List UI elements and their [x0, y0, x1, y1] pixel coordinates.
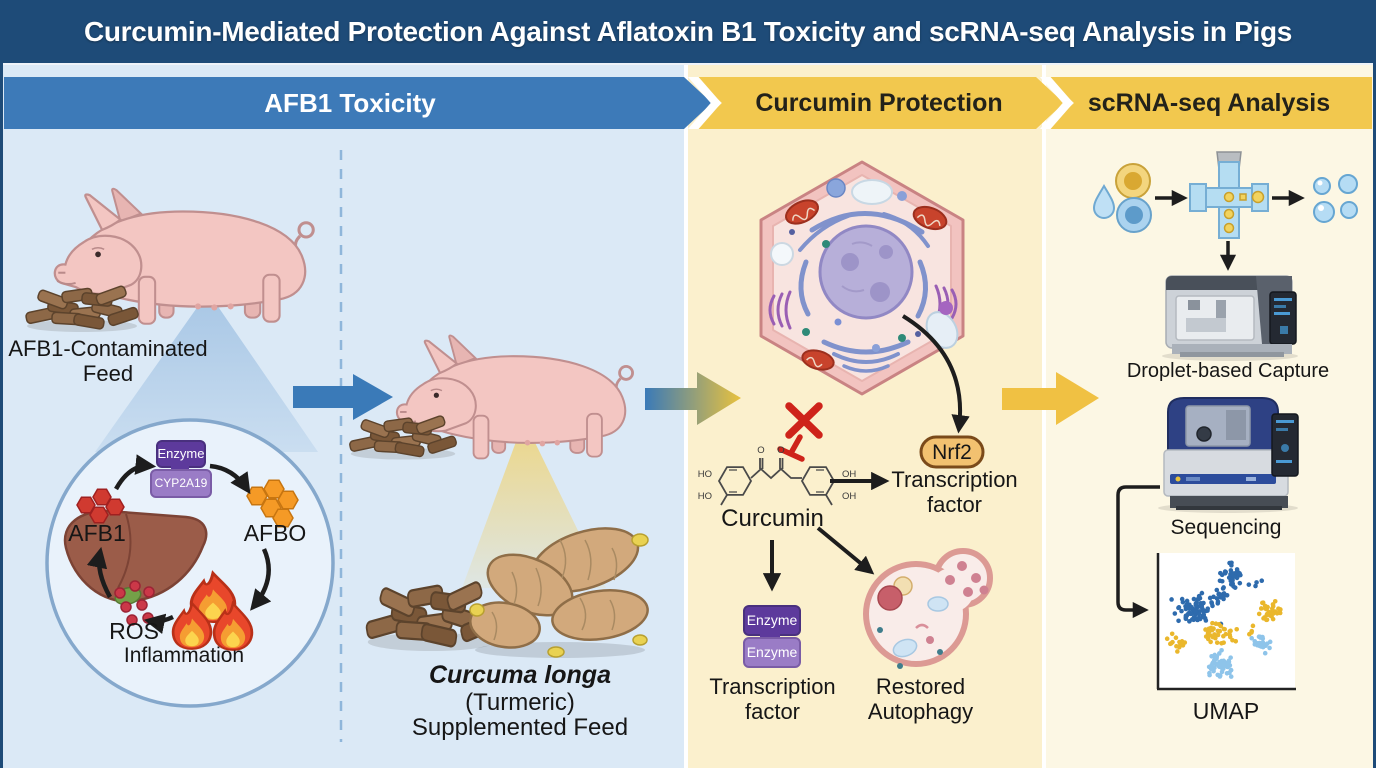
inflammation-label: Inflammation: [123, 644, 245, 667]
chevron-gap-2: [1039, 77, 1074, 129]
panel-scrna-analysis: [1046, 63, 1373, 768]
left-border: [0, 0, 3, 768]
transcription-factor-left-label: Transcription factor: [709, 674, 836, 724]
chevron-afb1: [4, 77, 712, 129]
nrf2-label: Nrf2: [932, 441, 972, 464]
header-curcumin-protection: Curcumin Protection: [755, 88, 1003, 117]
transcription-factor-right-label: Transcription factor: [891, 467, 1018, 517]
chevron-scrna: [1046, 77, 1372, 129]
supplemented-feed-label: Supplemented Feed: [411, 714, 629, 741]
turmeric-label: (Turmeric): [465, 689, 575, 716]
cyp2a19-label: CYP2A19: [154, 476, 208, 490]
curcumin-label: Curcumin: [721, 505, 824, 532]
section-header-band: [4, 77, 1372, 129]
chevron-curcumin: [694, 77, 1064, 129]
enzyme-top-label: Enzyme: [746, 612, 798, 628]
ros-label: ROS: [109, 618, 159, 644]
right-border: [1373, 0, 1376, 768]
page-title: Curcumin-Mediated Protection Against Afl…: [83, 15, 1293, 47]
curcuma-longa-label: Curcuma longa: [429, 661, 611, 689]
afb1-label: AFB1: [68, 520, 126, 546]
droplet-capture-label: Droplet-based Capture: [1126, 360, 1330, 382]
enzyme-bottom-label: Enzyme: [746, 644, 798, 660]
chevron-gap-1: [687, 77, 722, 129]
feed-contaminated-label: AFB1-Contaminated Feed: [8, 336, 208, 386]
afbo-label: AFBO: [243, 520, 307, 546]
header-afb1-toxicity: AFB1 Toxicity: [264, 87, 436, 118]
enzyme-label: Enzyme: [157, 446, 205, 461]
umap-label: UMAP: [1192, 698, 1260, 724]
panel-curcumin-protection: [688, 63, 1042, 768]
sequencing-label: Sequencing: [1170, 516, 1282, 539]
restored-autophagy-label: Restored Autophagy: [867, 674, 974, 724]
title-banner: Curcumin-Mediated Protection Against Afl…: [0, 0, 1376, 65]
header-scrna-analysis: scRNA-seq Analysis: [1087, 88, 1331, 117]
